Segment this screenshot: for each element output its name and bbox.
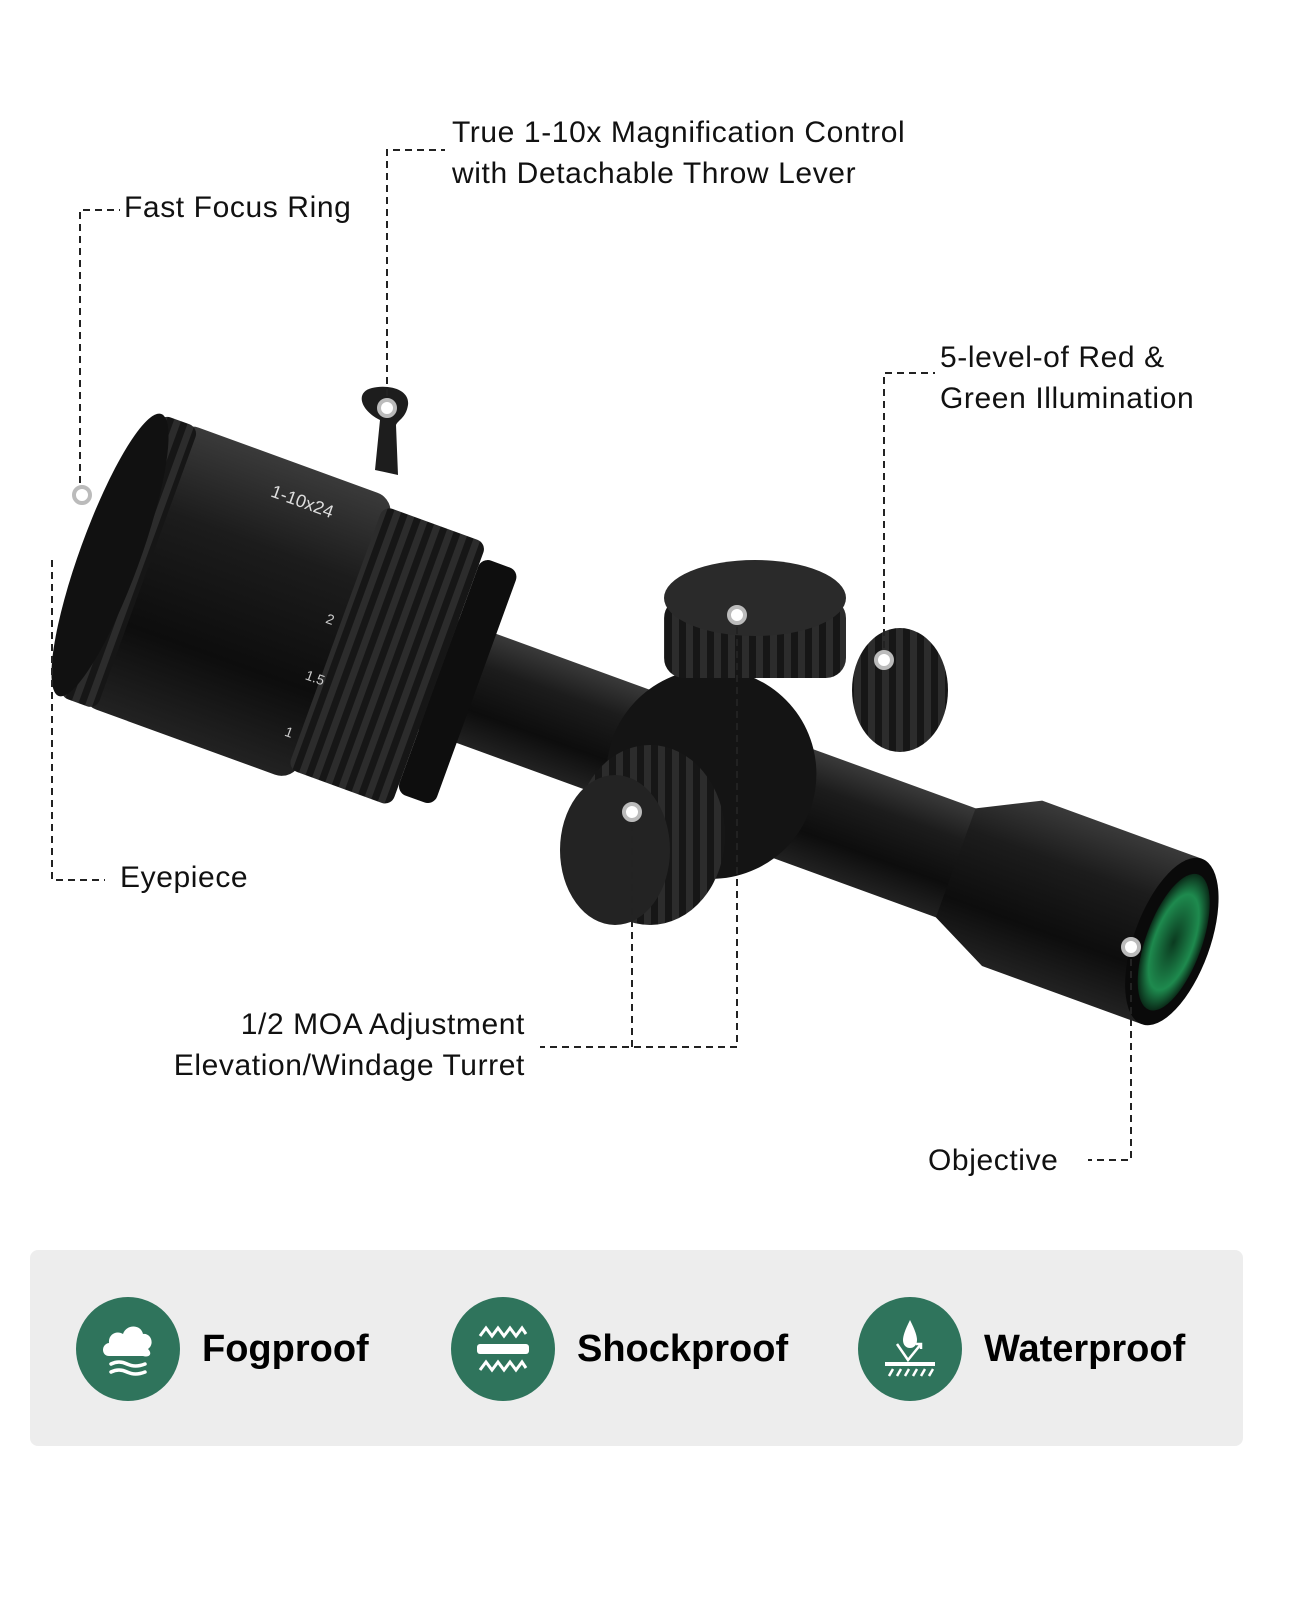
objective-lens	[1137, 873, 1210, 1011]
power-ring	[290, 508, 484, 804]
turret-label-line2: Elevation/Windage Turret	[173, 1049, 525, 1082]
objective-dot	[1121, 937, 1141, 957]
focus-ring-leader	[79, 209, 120, 495]
water-repel-icon	[858, 1297, 962, 1401]
shock-absorb-icon	[451, 1297, 555, 1401]
focus-ring-dot	[72, 485, 92, 505]
objective-leader	[1088, 947, 1132, 1161]
callout-lines	[51, 149, 1141, 1161]
turret-label-line1: 1/2 MOA Adjustment	[240, 1008, 525, 1041]
magnification-label-line1: True 1-10x Magnification Control	[452, 116, 906, 149]
feature-label: Fogproof	[202, 1327, 369, 1370]
cloud-fog-icon	[76, 1297, 180, 1401]
eyepiece-label: Eyepiece	[120, 861, 249, 894]
riflescope-illustration: 1-10x24 1 1.5 2	[51, 386, 1219, 1026]
windage-dot	[622, 802, 642, 822]
magnification-leader	[386, 149, 445, 408]
objective-label: Objective	[928, 1144, 1059, 1177]
illumination-label-line1: 5-level-of Red &	[940, 341, 1165, 374]
feature-waterproof: Waterproof	[858, 1297, 1185, 1401]
eyepiece-leader	[51, 560, 105, 881]
elevation-dot	[727, 605, 747, 625]
feature-shockproof: Shockproof	[451, 1297, 788, 1401]
lever-dot	[377, 398, 397, 418]
magnification-label-line2: with Detachable Throw Lever	[452, 157, 857, 190]
illumination-label-line2: Green Illumination	[940, 382, 1195, 415]
features-panel: Fogproof Shockproof Waterpr	[30, 1250, 1243, 1446]
power-number-1-5: 1.5	[303, 667, 327, 689]
illumination-leader	[883, 372, 935, 660]
turret-leader	[540, 615, 738, 1048]
feature-fogproof: Fogproof	[76, 1297, 369, 1401]
feature-label: Shockproof	[577, 1327, 789, 1370]
windage-turret	[560, 745, 725, 925]
illumination-dot	[874, 650, 894, 670]
focus-ring-label: Fast Focus Ring	[124, 191, 352, 224]
feature-label: Waterproof	[984, 1327, 1186, 1370]
